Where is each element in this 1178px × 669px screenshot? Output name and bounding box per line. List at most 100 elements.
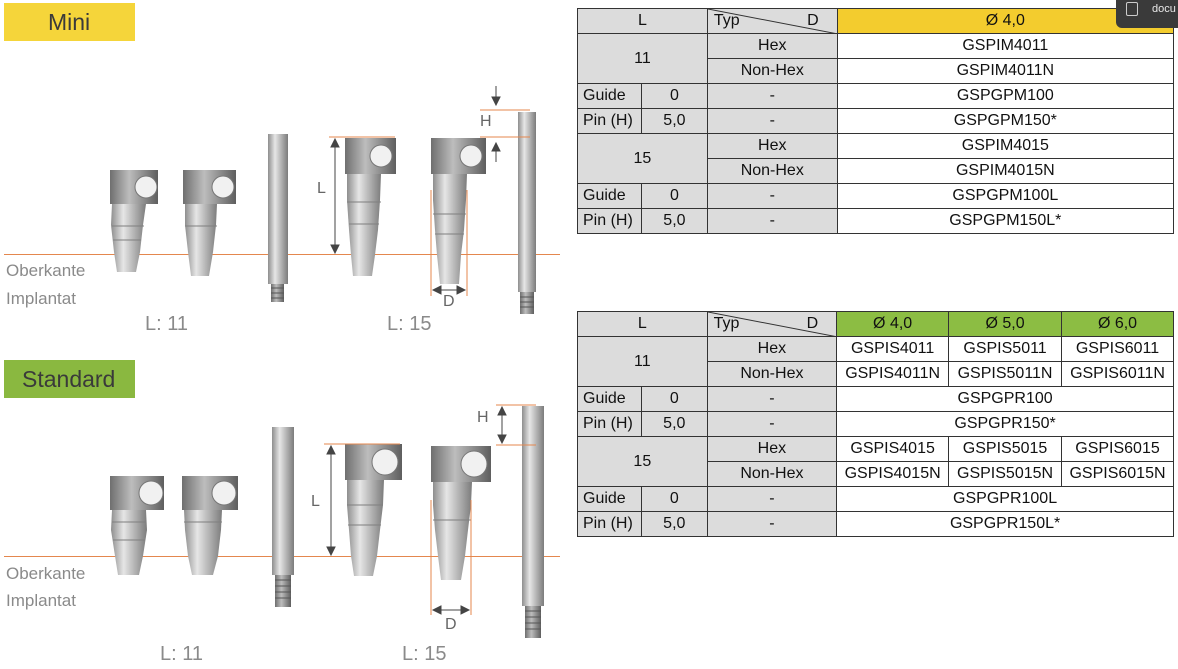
article-code: GSPGPM150L*	[836, 208, 1175, 234]
standard-dimension-lines	[324, 404, 536, 615]
dimension-L-label-standard: L	[311, 493, 320, 510]
article-code: GSPIS6015N	[1061, 461, 1174, 487]
type-cell: -	[706, 83, 838, 109]
height-value: 0	[640, 183, 708, 209]
length-cell: 15	[577, 436, 708, 487]
type-cell: Non-Hex	[706, 361, 838, 387]
standard-abutment-l15-nonhex	[431, 446, 491, 580]
length-cell: 11	[577, 336, 708, 387]
guide-label: Guide	[577, 386, 642, 412]
header-diameter-6: Ø 6,0	[1061, 311, 1174, 337]
length-cell: 11	[577, 33, 708, 84]
document-tab[interactable]: docu	[1116, 0, 1178, 28]
table-row: Guide 0 - GSPGPR100L	[577, 486, 1174, 512]
article-code: GSPIS4011N	[836, 361, 950, 387]
mini-guide-pin-l15	[518, 112, 536, 314]
height-value: 0	[640, 486, 708, 512]
header-d: D	[806, 315, 819, 332]
section-label-mini: Mini	[4, 3, 135, 41]
length-label-15-standard: L: 15	[402, 643, 447, 665]
dimension-L-label-mini: L	[317, 180, 326, 197]
length-cell: 15	[577, 133, 708, 184]
article-code: GSPIS6015	[1061, 436, 1174, 462]
header-L: L	[577, 8, 708, 34]
document-tab-label: docu	[1152, 3, 1176, 15]
header-L: L	[577, 311, 708, 337]
height-value: 5,0	[640, 208, 708, 234]
table-header-row: L Typ D Ø 4,0 Ø 5,0 Ø 6,0	[577, 311, 1174, 337]
article-code: GSPGPR150*	[836, 411, 1174, 437]
article-code: GSPIS5011	[948, 336, 1063, 362]
type-cell: -	[706, 183, 838, 209]
header-diameter-4: Ø 4,0	[836, 311, 950, 337]
article-code: GSPIM4015N	[836, 158, 1175, 184]
mini-spec-table: L Typ D Ø 4,0 11 Hex GSPIM4011 Non-Hex G…	[577, 8, 1175, 234]
table-row: Pin (H) 5,0 - GSPGPR150L*	[577, 511, 1174, 537]
implantat-label-standard: Implantat	[6, 591, 76, 610]
length-label-11-mini: L: 11	[145, 313, 188, 335]
article-code: GSPIS5011N	[948, 361, 1063, 387]
standard-spec-table: L Typ D Ø 4,0 Ø 5,0 Ø 6,0 11 Hex GSPIS40…	[577, 311, 1174, 537]
implantat-label-mini: Implantat	[6, 289, 76, 308]
table-row: 11 Hex GSPIS4011 GSPIS5011 GSPIS6011	[577, 336, 1174, 387]
length-label-15-mini: L: 15	[387, 313, 432, 335]
standard-guide-pin-l15	[522, 406, 544, 638]
article-code: GSPGPR100L	[836, 486, 1174, 512]
article-code: GSPIS5015	[948, 436, 1063, 462]
mini-dimension-lines	[329, 86, 530, 296]
height-value: 0	[640, 386, 708, 412]
header-typ-d: Typ D	[706, 8, 838, 34]
mini-abutment-l11-nonhex	[183, 170, 236, 276]
document-icon	[1126, 2, 1138, 16]
mini-abutment-l15-hex	[345, 138, 396, 276]
type-cell: Non-Hex	[706, 158, 838, 184]
component-drawings	[110, 86, 544, 638]
article-code: GSPGPR150L*	[836, 511, 1174, 537]
table-row: 15 Hex GSPIM4015	[577, 133, 1175, 184]
section-label-standard: Standard	[4, 360, 135, 398]
table-row: 15 Hex GSPIS4015 GSPIS5015 GSPIS6015	[577, 436, 1174, 487]
pin-label: Pin (H)	[577, 108, 642, 134]
table-row: Non-Hex GSPIS4011N GSPIS5011N GSPIS6011N	[578, 361, 1174, 387]
type-cell: Hex	[706, 436, 838, 462]
pin-label: Pin (H)	[577, 411, 642, 437]
table-row: Pin (H) 5,0 - GSPGPM150L*	[577, 208, 1175, 234]
standard-abutment-l15-hex	[345, 444, 402, 576]
type-cell: Non-Hex	[706, 461, 838, 487]
height-value: 5,0	[640, 411, 708, 437]
guide-label: Guide	[577, 486, 642, 512]
standard-abutment-l11-hex	[110, 476, 164, 575]
guide-label: Guide	[577, 183, 642, 209]
header-diameter-5: Ø 5,0	[948, 311, 1063, 337]
table-header-row: L Typ D Ø 4,0	[577, 8, 1175, 34]
standard-guide-pin-l11	[272, 427, 294, 607]
article-code: GSPGPR100	[836, 386, 1174, 412]
oberkante-label-mini: Oberkante	[6, 261, 86, 280]
table-row: Guide 0 - GSPGPM100L	[577, 183, 1175, 209]
table-row: Pin (H) 5,0 - GSPGPM150*	[577, 108, 1175, 134]
dimension-D-label-standard: D	[445, 616, 457, 633]
height-value: 5,0	[640, 511, 708, 537]
pin-label: Pin (H)	[577, 511, 642, 537]
mini-guide-pin-l11	[268, 134, 288, 302]
oberkante-label-standard: Oberkante	[6, 564, 86, 583]
type-cell: -	[706, 511, 838, 537]
mini-abutment-l15-nonhex	[431, 138, 486, 284]
standard-abutment-l11-nonhex	[182, 476, 238, 575]
dimension-H-label-mini: H	[480, 113, 492, 130]
mini-abutment-l11-hex	[110, 170, 158, 272]
article-code: GSPIM4011	[836, 33, 1175, 59]
table-row: Non-Hex GSPIM4011N	[578, 58, 1175, 84]
height-value: 5,0	[640, 108, 708, 134]
height-value: 0	[640, 83, 708, 109]
guide-label: Guide	[577, 83, 642, 109]
header-typ: Typ	[713, 12, 740, 29]
article-code: GSPGPM100L	[836, 183, 1175, 209]
table-row: Guide 0 - GSPGPM100	[577, 83, 1175, 109]
type-cell: Hex	[706, 33, 838, 59]
type-cell: -	[706, 486, 838, 512]
article-code: GSPGPM150*	[836, 108, 1175, 134]
length-label-11-standard: L: 11	[160, 643, 203, 665]
article-code: GSPIS6011N	[1061, 361, 1174, 387]
header-typ-d: Typ D	[706, 311, 838, 337]
